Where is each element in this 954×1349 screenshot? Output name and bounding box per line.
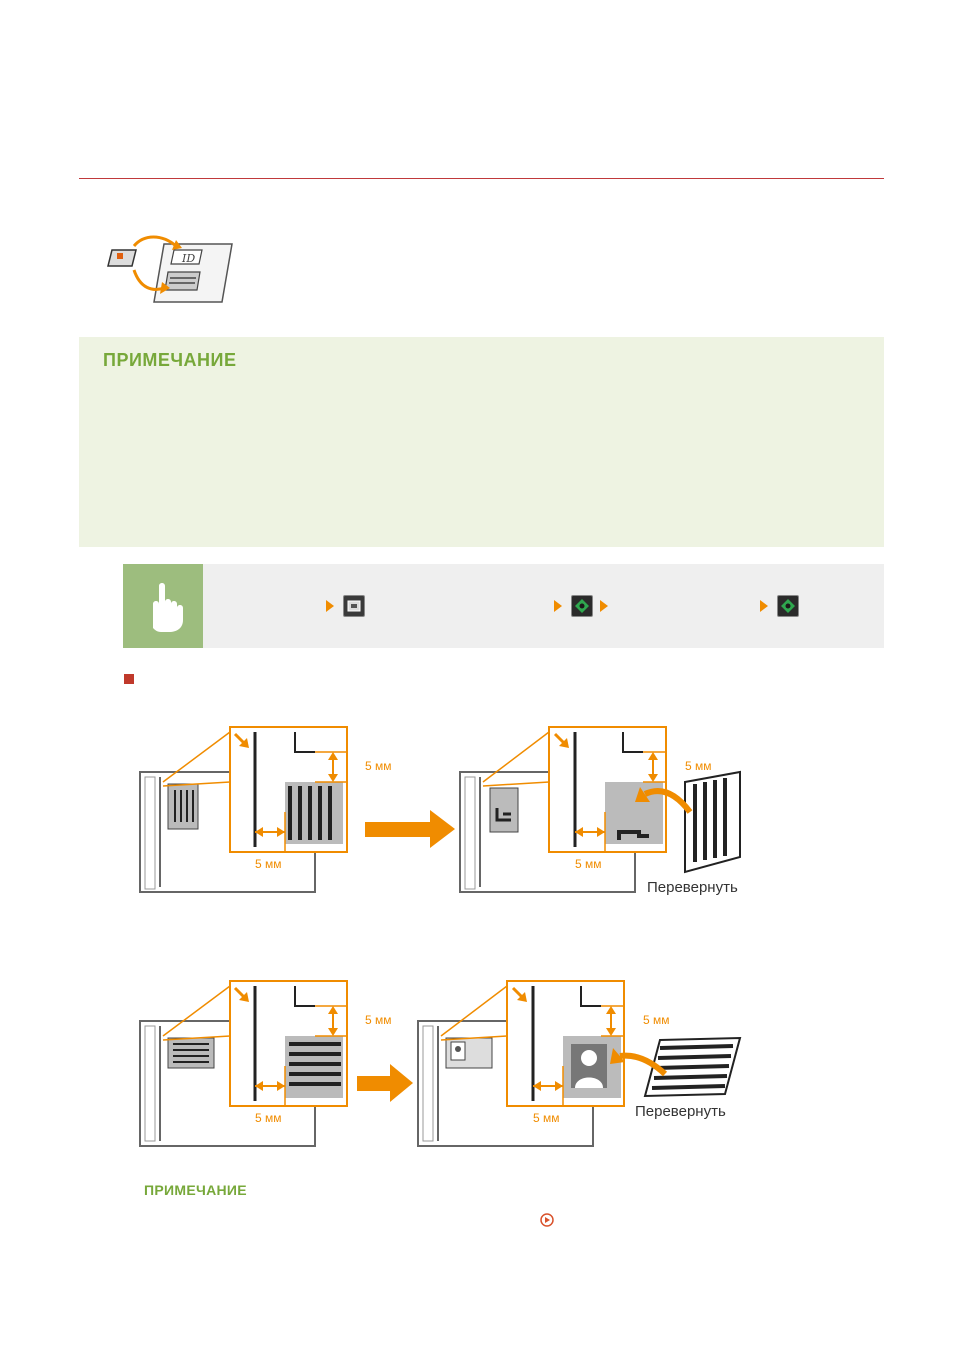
start-key-icon: [777, 595, 799, 617]
copy-key-icon: [343, 595, 365, 617]
dimension-label: 5 мм: [365, 759, 392, 773]
dimension-label: 5 мм: [643, 1013, 670, 1027]
flip-label: Перевернуть: [635, 1103, 726, 1120]
dimension-label: 5 мм: [575, 857, 602, 871]
section-bullet: [124, 674, 134, 684]
id-card-placement-figure-horizontal: 5 мм 5 мм 5 мм 5 мм Перевернуть: [139, 980, 742, 1147]
dimension-label: 5 мм: [685, 759, 712, 773]
dimension-label: 5 мм: [255, 1111, 282, 1125]
dimension-label: 5 мм: [365, 1013, 392, 1027]
step-arrow-icon: [600, 600, 608, 612]
operation-bar: [123, 564, 884, 648]
step-arrow-icon: [760, 600, 768, 612]
step-arrow-icon: [554, 600, 562, 612]
link-arrow-icon[interactable]: [540, 1213, 554, 1227]
dimension-label: 5 мм: [255, 857, 282, 871]
id-card-copy-icon: ID: [107, 235, 233, 303]
step-arrow-icon: [326, 600, 334, 612]
note2-title: ПРИМЕЧАНИЕ: [144, 1182, 247, 1198]
dimension-label: 5 мм: [533, 1111, 560, 1125]
id-card-placement-figure-vertical: 5 мм 5 мм 5 мм 5 мм Перевернуть: [139, 726, 741, 896]
flip-label: Перевернуть: [647, 879, 738, 896]
start-key-icon: [571, 595, 593, 617]
note-box: [79, 337, 884, 547]
svg-text:ID: ID: [181, 252, 195, 265]
section-divider: [79, 178, 884, 179]
hand-touch-icon: [123, 564, 203, 648]
note-title: ПРИМЕЧАНИЕ: [103, 350, 237, 370]
